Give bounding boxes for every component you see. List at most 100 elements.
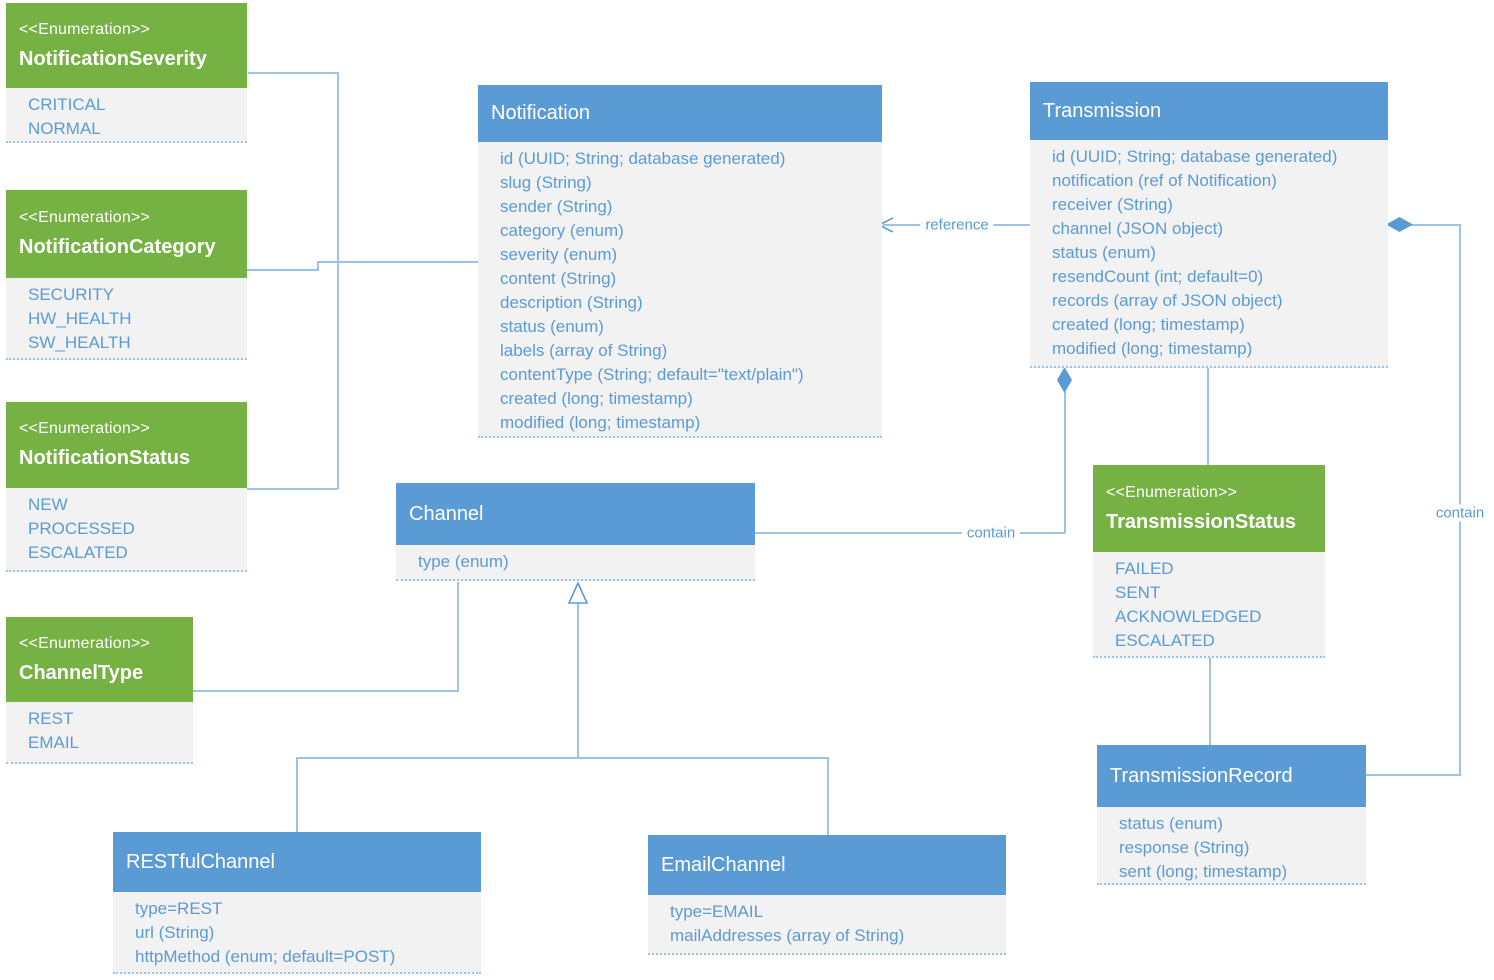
attribute: labels (array of String) (500, 341, 668, 360)
class-attributes: id (UUID; String; database generated) slu… (478, 142, 882, 438)
attribute: contentType (String; default="text/plain… (500, 365, 804, 384)
connector-bus-notification (317, 261, 478, 263)
connector-status-bus (247, 488, 338, 490)
attribute: records (array of JSON object) (1052, 291, 1283, 310)
enum-value: PROCESSED (28, 519, 135, 538)
class-channel[interactable]: Channel type (enum) (396, 483, 755, 581)
composition-diamond-down-icon (1056, 367, 1073, 393)
connector-contain-channel-h (755, 532, 1065, 534)
connector-severity-bus (248, 72, 338, 74)
attribute: id (UUID; String; database generated) (1052, 147, 1338, 166)
connector-category-jog-v (317, 261, 319, 271)
stereotype-label: <<Enumeration>> (1106, 483, 1238, 501)
class-title: RESTfulChannel (126, 850, 275, 873)
enum-title: NotificationCategory (19, 236, 216, 258)
attribute: severity (enum) (500, 245, 618, 264)
connector-contain-channel-v (1064, 391, 1066, 533)
enum-value: ACKNOWLEDGED (1115, 607, 1262, 626)
connector-inheritance-stem (577, 603, 579, 759)
enum-value: EMAIL (28, 733, 80, 752)
connector-status-record (1209, 658, 1211, 746)
class-header: RESTfulChannel (113, 832, 481, 892)
attribute: category (enum) (500, 221, 624, 240)
enum-value: NORMAL (28, 119, 101, 138)
class-header: TransmissionRecord (1097, 745, 1366, 807)
enum-title: ChannelType (19, 661, 144, 684)
stereotype-label: <<Enumeration>> (19, 420, 151, 437)
class-title: Transmission (1043, 99, 1162, 122)
attribute: status (enum) (1052, 243, 1156, 262)
stereotype-label: <<Enumeration>> (19, 634, 151, 652)
enum-header: <<Enumeration>> NotificationStatus (6, 402, 247, 488)
attribute: description (String) (500, 293, 643, 312)
class-header: Channel (396, 483, 755, 545)
enum-header: <<Enumeration>> ChannelType (6, 617, 193, 702)
class-attributes: id (UUID; String; database generated) not… (1030, 140, 1388, 368)
attribute: sender (String) (500, 197, 613, 216)
class-title: Channel (409, 502, 484, 525)
enum-channel-type[interactable]: <<Enumeration>> ChannelType REST EMAIL (6, 617, 193, 764)
enum-title: NotificationStatus (19, 447, 191, 469)
class-transmission-record[interactable]: TransmissionRecord status (enum)response… (1097, 745, 1366, 885)
attribute: sent (long; timestamp) (1119, 862, 1288, 881)
connector-contain-record-h2 (1366, 774, 1460, 776)
contain-record-label: contain (1430, 504, 1490, 522)
stereotype-label: <<Enumeration>> (19, 209, 151, 226)
enum-value: ESCALATED (28, 543, 128, 562)
enum-value: ESCALATED (1115, 631, 1215, 650)
enum-values: NEW PROCESSED ESCALATED (6, 488, 247, 572)
enum-notification-severity[interactable]: <<Enumeration>> NotificationSeverity CRI… (6, 3, 247, 143)
composition-diamond-right-icon (1386, 216, 1413, 233)
enum-value: NEW (28, 495, 68, 514)
connector-channeltype-v (457, 582, 459, 692)
class-header: EmailChannel (648, 835, 1006, 895)
enum-title: NotificationSeverity (19, 47, 207, 70)
connector-channeltype-h (193, 690, 459, 692)
attribute: response (String) (1119, 838, 1250, 857)
attribute: channel (JSON object) (1052, 219, 1224, 238)
reference-label: reference (920, 216, 994, 234)
connector-email-branch (827, 757, 829, 835)
attribute: id (UUID; String; database generated) (500, 149, 786, 168)
attribute: modified (long; timestamp) (1052, 339, 1253, 358)
enum-value: SECURITY (28, 285, 114, 304)
attribute: status (enum) (500, 317, 604, 336)
enum-title: TransmissionStatus (1106, 510, 1297, 533)
connector-contain-record-v (1459, 224, 1461, 776)
connector-transmission-status (1207, 368, 1209, 466)
enum-notification-category[interactable]: <<Enumeration>> NotificationCategory SEC… (6, 190, 247, 360)
attribute: created (long; timestamp) (500, 389, 693, 408)
enum-value: FAILED (1115, 559, 1174, 578)
enum-header: <<Enumeration>> NotificationCategory (6, 190, 247, 278)
contain-channel-label: contain (961, 524, 1021, 542)
class-header: Transmission (1030, 82, 1388, 140)
class-title: TransmissionRecord (1110, 764, 1293, 787)
enum-header: <<Enumeration>> TransmissionStatus (1093, 465, 1325, 552)
enum-transmission-status[interactable]: <<Enumeration>> TransmissionStatus FAILE… (1093, 465, 1325, 658)
attribute: httpMethod (enum; default=POST) (135, 947, 396, 966)
enum-notification-status[interactable]: <<Enumeration>> NotificationStatus NEW PR… (6, 402, 247, 572)
connector-contain-record-h1 (1408, 224, 1460, 226)
class-transmission[interactable]: Transmission id (UUID; String; database … (1030, 82, 1388, 368)
class-notification[interactable]: Notification id (UUID; String; database … (478, 85, 882, 438)
stereotype-label: <<Enumeration>> (19, 20, 151, 38)
enum-value: SW_HEALTH (28, 333, 131, 352)
attribute: type (enum) (418, 552, 509, 571)
class-title: Notification (491, 102, 590, 124)
attribute: notification (ref of Notification) (1052, 171, 1277, 190)
attribute: receiver (String) (1052, 195, 1173, 214)
enum-value: REST (28, 709, 74, 728)
enum-values: REST EMAIL (6, 702, 193, 764)
attribute: slug (String) (500, 173, 592, 192)
connector-inheritance-bar (296, 757, 829, 759)
attribute: resendCount (int; default=0) (1052, 267, 1264, 286)
class-attributes: status (enum)response (String)sent (long… (1097, 807, 1366, 885)
attribute: type=REST (135, 899, 223, 918)
class-attributes: type (enum) (396, 545, 755, 581)
